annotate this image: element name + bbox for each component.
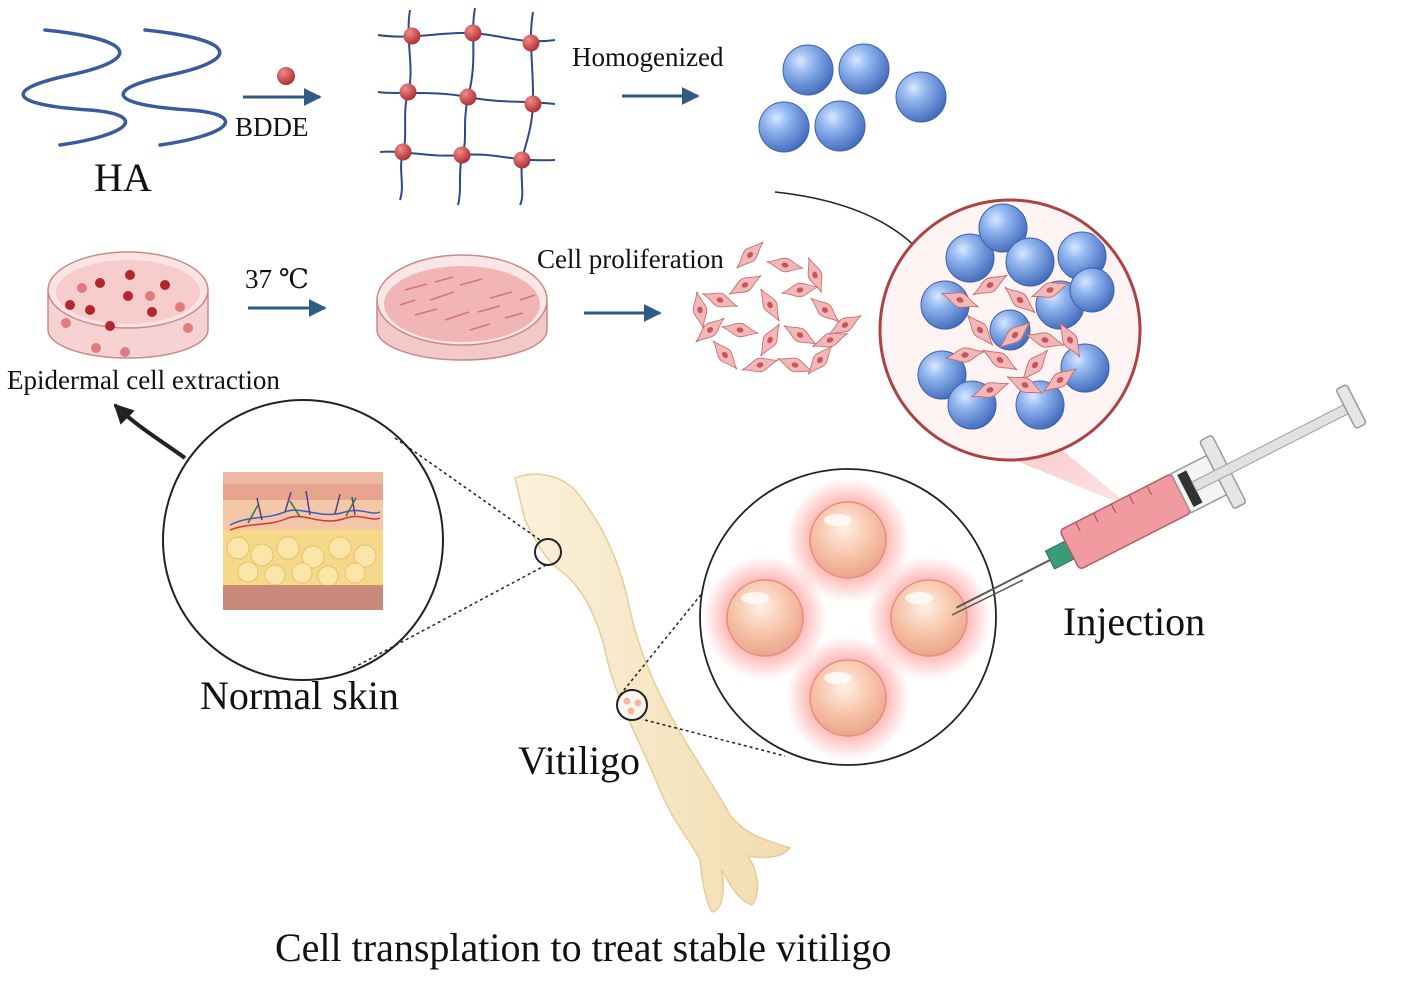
label-cell-proliferation: Cell proliferation [537, 244, 724, 274]
label-vitiligo: Vitiligo [518, 738, 641, 783]
cell-shape [807, 257, 823, 293]
skin-cross-section [223, 472, 383, 610]
label-ha: HA [94, 155, 152, 200]
donor-site-marker [534, 538, 562, 566]
label-injection: Injection [1063, 599, 1206, 644]
zoom-lines-graft [619, 539, 786, 757]
cell-shape [1059, 322, 1081, 358]
cell-shape [766, 257, 804, 273]
bdde-molecule [277, 67, 295, 85]
cell-shape [760, 323, 780, 357]
cell-shape [721, 322, 759, 338]
cell-shape [712, 340, 738, 370]
petri-dish-culture [376, 254, 548, 361]
cell-shape [1021, 349, 1049, 381]
normal-skin-circle [162, 399, 444, 681]
injection-needle [951, 579, 1024, 616]
crosslinked-network [377, 7, 556, 206]
label-temperature: 37 ℃ [245, 264, 309, 294]
petri-dish-extraction [47, 251, 209, 359]
arm [514, 473, 792, 913]
cell-shape [728, 275, 762, 295]
cell-shape [760, 288, 780, 322]
cell-shape [807, 345, 833, 375]
label-bdde: BDDE [235, 112, 309, 142]
mixture-circle [878, 198, 1142, 462]
syringe [955, 384, 1367, 609]
cell-shape [966, 314, 994, 346]
cell-shape [828, 315, 862, 335]
cell-shape [695, 317, 725, 343]
cell-shape [702, 292, 738, 308]
cell-shape [982, 349, 1018, 371]
vitiligo-site-marker [616, 689, 648, 721]
label-epidermal-extraction: Epidermal cell extraction [7, 365, 280, 395]
cell-shape [741, 357, 779, 373]
microspheres [758, 43, 947, 153]
ha-strands [21, 28, 228, 147]
cell-shape [812, 332, 848, 348]
cell-shape [1043, 368, 1077, 392]
cell-cluster [692, 241, 862, 375]
cell-shape [972, 274, 1008, 296]
cell-shape [971, 382, 1009, 398]
cell-shape [1031, 282, 1069, 298]
label-normal-skin: Normal skin [200, 673, 399, 718]
graft-circle [699, 468, 997, 766]
cell-shape [692, 291, 708, 329]
cell-shape [999, 321, 1031, 349]
cell-shape [941, 292, 979, 308]
cell-shape [1025, 332, 1065, 348]
cell-shape [736, 241, 764, 269]
cell-shape [1004, 286, 1036, 314]
label-homogenized: Homogenized [572, 42, 724, 72]
arrow-normal-to-extraction [113, 403, 187, 460]
cell-shape [1006, 376, 1044, 394]
label-caption: Cell transplation to treat stable vitili… [275, 925, 892, 970]
zoom-lines-normal [352, 437, 549, 669]
